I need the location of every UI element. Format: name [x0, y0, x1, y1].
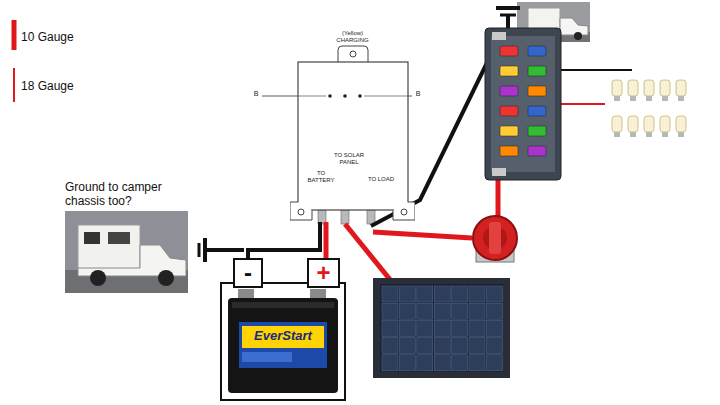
- fuse: [528, 126, 546, 136]
- lead-line: [262, 96, 298, 97]
- terminal-pigtail: [367, 210, 375, 224]
- controller-outline: [290, 30, 415, 222]
- lead-line: [408, 96, 412, 97]
- terminal-box: -: [233, 258, 263, 288]
- camper-photo: [65, 211, 188, 293]
- terminal-label: TO BATTERY: [304, 170, 338, 184]
- pin-label: B: [413, 90, 423, 98]
- fuse: [528, 66, 546, 76]
- switch-to-fuse-wire: [496, 178, 501, 216]
- fuse: [500, 106, 518, 116]
- fuse: [528, 106, 546, 116]
- brand-label: EverStart: [243, 328, 323, 344]
- charge-controller: (Yellow) CHARGING TO BATTERY TO SOLAR PANE…: [290, 30, 415, 222]
- fuse: [528, 146, 546, 156]
- fuse: [500, 146, 518, 156]
- legend-text: 18 Gauge: [21, 79, 74, 93]
- solar-panel: [373, 278, 510, 378]
- polarity-sign: -: [244, 261, 252, 285]
- legend-item: 18 Gauge: [21, 76, 74, 94]
- pin-label: B: [251, 90, 261, 98]
- load-positive-wire: [373, 232, 472, 238]
- fuse: [500, 66, 518, 76]
- light-wire-positive: [560, 103, 605, 105]
- legend-sample-thick: [12, 20, 17, 50]
- terminal-label: (Yellow) CHARGING: [330, 30, 375, 44]
- ground-symbol: [496, 6, 520, 10]
- light-wire-negative: [560, 69, 632, 71]
- ground-wire: [506, 15, 510, 28]
- wire: [248, 222, 320, 258]
- battery-switch: [473, 216, 517, 262]
- note: Ground to camper chassis too?: [65, 180, 197, 209]
- fuse: [528, 46, 546, 56]
- ground-symbol: [198, 243, 201, 257]
- polarity-sign: +: [316, 261, 330, 285]
- terminal-box: +: [307, 258, 340, 288]
- terminal-label: TO SOLAR PANEL: [332, 152, 366, 166]
- terminal-label: TO LOAD: [364, 176, 398, 183]
- battery: [221, 283, 345, 400]
- terminal-pigtail: [341, 210, 349, 224]
- terminal-pigtail: [318, 210, 326, 224]
- ground-wire: [205, 248, 244, 252]
- fuse: [528, 86, 546, 96]
- legend-item: 10 Gauge: [21, 27, 74, 45]
- legend-sample-thin: [13, 68, 15, 102]
- fuse: [500, 46, 518, 56]
- led-bulbs: [612, 80, 686, 137]
- fuse: [500, 86, 518, 96]
- fuse: [500, 126, 518, 136]
- legend-text: 10 Gauge: [21, 30, 74, 44]
- wire: [324, 222, 329, 258]
- fuse-block: [485, 28, 561, 180]
